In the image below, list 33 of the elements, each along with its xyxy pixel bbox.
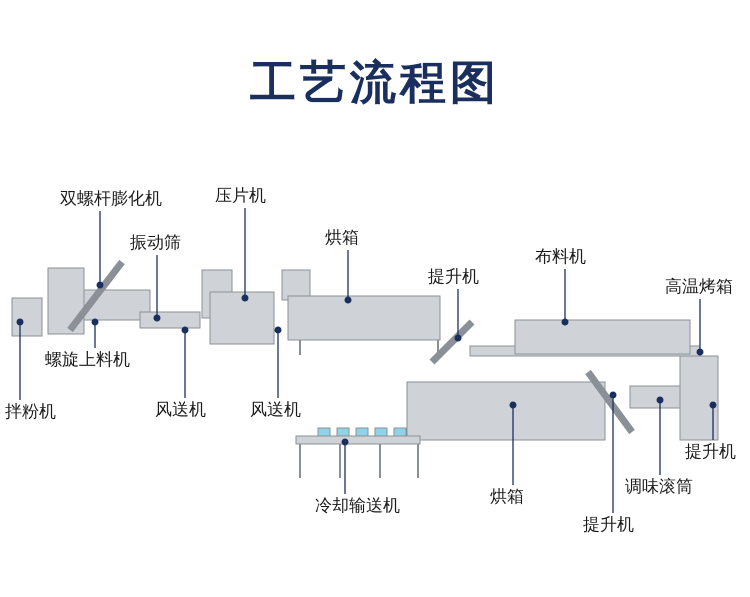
- machine-label: 冷却输送机: [315, 495, 400, 517]
- machine-label: 提升机: [583, 514, 634, 536]
- leader-line: [454, 289, 462, 342]
- machine-label: 调味滚筒: [625, 476, 693, 498]
- leader-line: [242, 208, 248, 302]
- machine-label: 风送机: [250, 399, 301, 421]
- leader-line: [342, 438, 348, 494]
- leader-line: [16, 318, 24, 400]
- leader-line: [344, 250, 352, 304]
- machine-label: 提升机: [685, 441, 736, 463]
- leader-line: [154, 255, 160, 322]
- machine-label: 烘箱: [325, 227, 359, 249]
- leader-line: [92, 318, 98, 348]
- machine-label: 提升机: [428, 266, 479, 288]
- machine-label: 螺旋上料机: [45, 349, 130, 371]
- leader-line: [96, 211, 104, 288]
- leader-line: [696, 299, 704, 356]
- title: 工艺流程图: [249, 54, 501, 111]
- machine-label: 风送机: [155, 399, 206, 421]
- leader-line: [182, 326, 188, 398]
- machine-label: 拌粉机: [5, 401, 56, 423]
- machine-label: 布料机: [535, 246, 586, 268]
- leader-line: [510, 402, 516, 485]
- machine-label: 压片机: [215, 185, 266, 207]
- machine-label: 烘箱: [490, 486, 524, 508]
- machine-label: 双螺杆膨化机: [60, 188, 162, 210]
- leader-line: [710, 402, 716, 440]
- machine-label: 高温烤箱: [665, 276, 733, 298]
- leader-line: [656, 396, 664, 475]
- machine-label: 振动筛: [130, 232, 181, 254]
- leader-line: [562, 269, 568, 326]
- leader-line: [274, 326, 282, 398]
- leader-line: [610, 392, 616, 513]
